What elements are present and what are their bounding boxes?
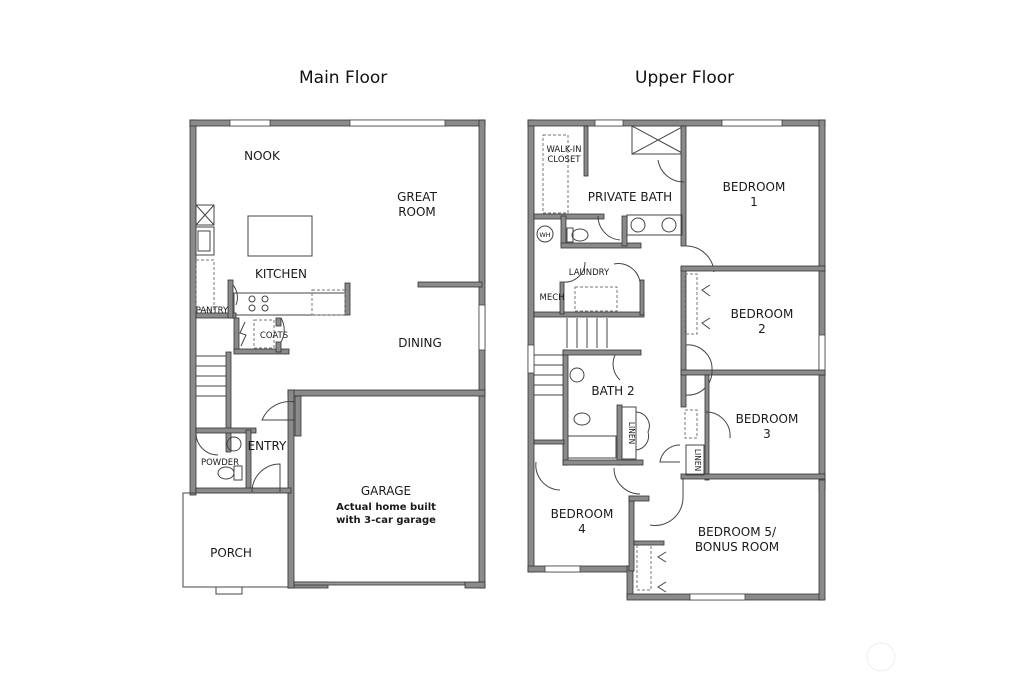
room-label-entry: ENTRY	[248, 439, 287, 453]
room-label-bedroom3-b: 3	[763, 427, 771, 441]
room-label-garage: GARAGE	[361, 484, 411, 498]
main-floor-plan	[182, 119, 486, 595]
garage-note-line-1: Actual home built	[336, 502, 436, 513]
room-label-great-room-1: GREAT	[397, 190, 437, 204]
upper-floor-title: Upper Floor	[635, 68, 735, 88]
room-label-bedroom2-b: 2	[758, 322, 766, 336]
room-label-bedroom5-a: BEDROOM 5/	[698, 525, 777, 539]
watermark-icon	[866, 642, 896, 672]
room-label-walk-in-2: CLOSET	[547, 155, 581, 165]
room-label-coats: COATS	[260, 331, 288, 341]
room-label-powder: POWDER	[201, 458, 239, 468]
room-label-bath2: BATH 2	[591, 384, 634, 398]
room-label-mech: MECH	[539, 293, 564, 303]
room-label-porch: PORCH	[210, 546, 252, 560]
room-label-bedroom5-b: BONUS ROOM	[695, 540, 779, 554]
main-floor-title: Main Floor	[299, 68, 388, 88]
room-label-linen-2: LINEN	[693, 449, 702, 471]
room-label-walk-in-1: WALK-IN	[546, 145, 581, 155]
upper-floor-plan	[527, 119, 826, 601]
garage-note-line-2: with 3-car garage	[336, 515, 436, 526]
room-label-bedroom4-b: 4	[578, 522, 586, 536]
room-label-bedroom1-b: 1	[750, 195, 758, 209]
room-label-pantry: PANTRY	[196, 306, 229, 316]
room-label-bedroom1-a: BEDROOM	[723, 180, 786, 194]
room-label-great-room-2: ROOM	[398, 205, 436, 219]
room-label-linen-1: LINEN	[627, 422, 636, 444]
room-label-bedroom3-a: BEDROOM	[736, 412, 799, 426]
room-label-nook: NOOK	[244, 149, 281, 163]
room-label-private-bath: PRIVATE BATH	[588, 190, 672, 204]
room-label-bedroom4-a: BEDROOM	[551, 507, 614, 521]
room-label-kitchen: KITCHEN	[255, 267, 307, 281]
room-label-bedroom2-a: BEDROOM	[731, 307, 794, 321]
water-heater-label: WH	[539, 231, 550, 239]
room-label-dining: DINING	[398, 336, 442, 350]
room-label-laundry: LAUNDRY	[569, 268, 610, 278]
